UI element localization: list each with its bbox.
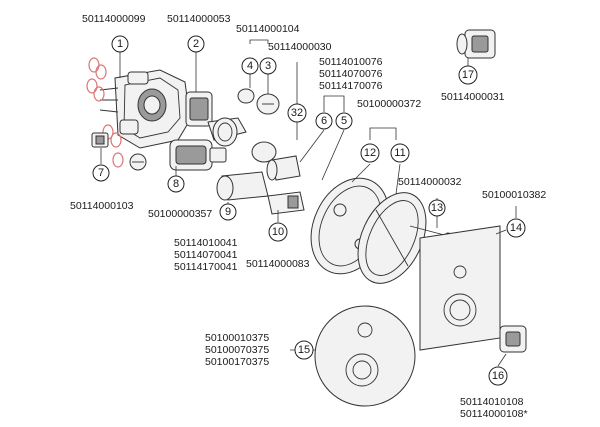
label-part-9-b: 50114070041 xyxy=(174,249,238,261)
label-part-5-6-a: 50114010076 xyxy=(319,56,383,68)
label-part-1: 50114000099 xyxy=(82,13,146,25)
label-part-9-c: 50114170041 xyxy=(174,261,238,273)
part-10-extension-drawing xyxy=(267,191,305,215)
callout-10: 10 xyxy=(268,222,288,242)
svg-text:1: 1 xyxy=(117,38,123,50)
callout-3: 3 xyxy=(259,57,277,75)
svg-text:15: 15 xyxy=(298,344,310,356)
label-part-5-6-b: 50114070076 xyxy=(319,68,383,80)
label-part-10: 50114000083 xyxy=(246,258,310,270)
callout-14: 14 xyxy=(506,218,526,238)
label-part-15-b: 50100070375 xyxy=(205,344,269,356)
label-part-9-a: 50114010041 xyxy=(174,237,238,249)
label-part-3-4: 50114000104 xyxy=(236,23,300,35)
label-part-5-6-c: 50114170076 xyxy=(319,80,383,92)
part-3-4-caps-drawing xyxy=(237,88,280,115)
callout-12: 12 xyxy=(360,143,380,163)
part-14-square-plate-drawing xyxy=(419,225,501,351)
svg-text:7: 7 xyxy=(98,167,104,179)
part-17-fitting-drawing xyxy=(456,29,496,59)
svg-text:14: 14 xyxy=(510,222,522,234)
callout-13: 13 xyxy=(428,199,446,217)
svg-text:10: 10 xyxy=(272,226,284,238)
svg-text:6: 6 xyxy=(321,115,327,127)
svg-text:4: 4 xyxy=(247,60,253,72)
callout-2: 2 xyxy=(187,35,205,53)
callout-9: 9 xyxy=(219,203,237,221)
callout-4: 4 xyxy=(241,57,259,75)
svg-text:32: 32 xyxy=(291,107,303,119)
label-part-17: 50114000031 xyxy=(441,91,505,103)
label-part-16-b: 50114000108* xyxy=(460,408,528,420)
callout-8: 8 xyxy=(167,175,185,193)
svg-text:11: 11 xyxy=(394,147,405,159)
svg-text:17: 17 xyxy=(462,69,474,81)
part-32-6-rings-drawing xyxy=(212,117,277,163)
seal-washers-drawing xyxy=(86,57,124,168)
svg-text:3: 3 xyxy=(265,60,271,72)
label-part-15-a: 50100010375 xyxy=(205,332,269,344)
part-8-cap-drawing xyxy=(129,153,147,171)
part-5-6-spindles-drawing xyxy=(266,155,301,181)
svg-text:9: 9 xyxy=(225,206,231,218)
label-part-16-a: 50114010108 xyxy=(460,396,524,408)
valve-body-drawing xyxy=(99,69,191,149)
label-part-15-c: 50100170375 xyxy=(205,356,269,368)
part-9-sleeve-drawing xyxy=(216,171,269,201)
callout-17: 17 xyxy=(458,65,478,85)
label-part-8: 50100000357 xyxy=(148,208,212,220)
part-11-bracket-drawing xyxy=(357,192,427,284)
callout-32: 32 xyxy=(287,103,307,123)
label-part-32: 50114000030 xyxy=(268,41,332,53)
callout-16: 16 xyxy=(488,366,508,386)
label-part-2: 50114000053 xyxy=(167,13,231,25)
svg-text:12: 12 xyxy=(364,147,376,159)
part-16-knob-drawing xyxy=(499,325,527,353)
part-15-round-plate-drawing xyxy=(314,305,416,407)
label-part-13: 50114000032 xyxy=(398,176,462,188)
thermostatic-cartridge-drawing xyxy=(169,139,227,171)
callout-1: 1 xyxy=(111,35,129,53)
label-part-7: 50114000103 xyxy=(70,200,134,212)
svg-text:16: 16 xyxy=(492,370,504,382)
callout-6: 6 xyxy=(315,112,333,130)
callout-15: 15 xyxy=(294,340,314,360)
svg-text:8: 8 xyxy=(173,178,179,190)
callout-5: 5 xyxy=(335,112,353,130)
part-7-plug-drawing xyxy=(91,132,109,148)
label-part-11-12: 50100000372 xyxy=(357,98,421,110)
svg-text:2: 2 xyxy=(193,38,199,50)
callout-7: 7 xyxy=(92,164,110,182)
svg-text:13: 13 xyxy=(431,202,443,214)
svg-text:5: 5 xyxy=(341,115,347,127)
callout-11: 11 xyxy=(390,143,410,163)
label-part-14: 50100010382 xyxy=(482,189,546,201)
